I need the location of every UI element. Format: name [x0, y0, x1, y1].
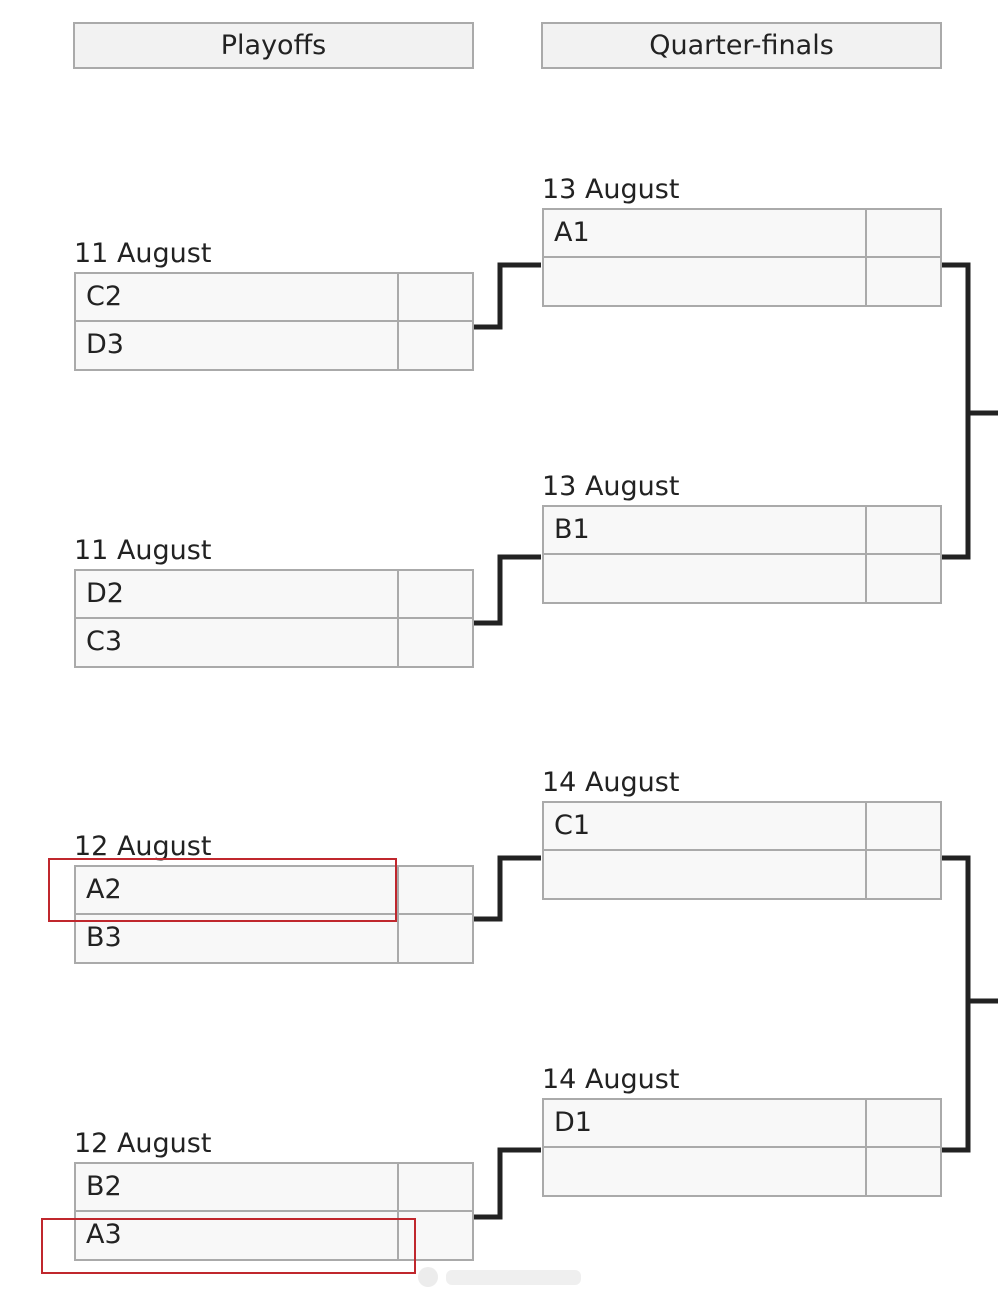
- team-row: B3: [74, 915, 474, 964]
- team-row: [542, 1148, 942, 1197]
- team-name: [544, 851, 867, 898]
- quarterfinal-match: 13 August B1: [542, 469, 942, 604]
- team-name: B1: [544, 507, 867, 553]
- team-name: [544, 258, 867, 305]
- match-date: 13 August: [542, 174, 680, 205]
- team-score: [867, 1148, 940, 1195]
- team-score: [867, 555, 940, 602]
- team-row: A1: [542, 208, 942, 258]
- team-score: [399, 1164, 472, 1210]
- team-name: D3: [76, 322, 399, 369]
- playoff-match: 12 August B2 A3: [74, 1126, 474, 1261]
- quarterfinal-match: 14 August D1: [542, 1062, 942, 1197]
- team-row: A2: [74, 865, 474, 915]
- team-score: [867, 258, 940, 305]
- team-name: C3: [76, 619, 399, 666]
- connector-playoff-3-to-qf-3: [474, 855, 541, 922]
- match-date: 11 August: [74, 238, 212, 269]
- match-date: 12 August: [74, 831, 212, 862]
- connector-qf-3-4-to-semifinal: [942, 855, 971, 1153]
- match-date: 11 August: [74, 535, 212, 566]
- quarterfinal-match: 14 August C1: [542, 765, 942, 900]
- team-score: [399, 915, 472, 962]
- team-row: B1: [542, 505, 942, 555]
- team-name: D1: [544, 1100, 867, 1146]
- team-score: [867, 803, 940, 849]
- connector-playoff-1-to-qf-1: [474, 262, 541, 330]
- team-name: D2: [76, 571, 399, 617]
- team-row: [542, 851, 942, 900]
- team-score: [399, 274, 472, 320]
- watermark-text-blur: [446, 1270, 581, 1285]
- team-score: [399, 571, 472, 617]
- team-row: D3: [74, 322, 474, 371]
- team-row: [542, 258, 942, 307]
- team-score: [867, 1100, 940, 1146]
- match-date: 14 August: [542, 1064, 680, 1095]
- team-score: [867, 851, 940, 898]
- team-row: C3: [74, 619, 474, 668]
- team-name: B3: [76, 915, 399, 962]
- team-name: [544, 555, 867, 602]
- connector-playoff-2-to-qf-2: [474, 554, 541, 626]
- round-header-playoffs: Playoffs: [73, 22, 474, 69]
- team-name: C2: [76, 274, 399, 320]
- team-name: B2: [76, 1164, 399, 1210]
- playoff-match: 11 August C2 D3: [74, 236, 474, 371]
- connector-qf-1-2-to-semifinal: [942, 262, 971, 560]
- match-date: 12 August: [74, 1128, 212, 1159]
- team-score: [867, 507, 940, 553]
- team-row: B2: [74, 1162, 474, 1212]
- playoff-match: 12 August A2 B3: [74, 829, 474, 964]
- highlight-box-a2: [48, 858, 397, 922]
- team-name: A3: [76, 1212, 399, 1259]
- team-row: D2: [74, 569, 474, 619]
- team-score: [867, 210, 940, 256]
- team-name: A1: [544, 210, 867, 256]
- team-score: [399, 867, 472, 913]
- team-name: C1: [544, 803, 867, 849]
- team-score: [399, 619, 472, 666]
- match-date: 14 August: [542, 767, 680, 798]
- round-header-quarter-finals: Quarter-finals: [541, 22, 942, 69]
- highlight-box-a3: [41, 1218, 416, 1274]
- team-name: A2: [76, 867, 399, 913]
- team-row: [542, 555, 942, 604]
- watermark-logo-icon: [418, 1267, 438, 1287]
- team-row: C1: [542, 801, 942, 851]
- connector-playoff-4-to-qf-4: [474, 1147, 541, 1220]
- playoff-match: 11 August D2 C3: [74, 533, 474, 668]
- team-row: D1: [542, 1098, 942, 1148]
- team-name: [544, 1148, 867, 1195]
- team-row: A3: [74, 1212, 474, 1261]
- team-row: C2: [74, 272, 474, 322]
- watermark: [418, 1266, 583, 1290]
- match-date: 13 August: [542, 471, 680, 502]
- quarterfinal-match: 13 August A1: [542, 172, 942, 307]
- team-score: [399, 322, 472, 369]
